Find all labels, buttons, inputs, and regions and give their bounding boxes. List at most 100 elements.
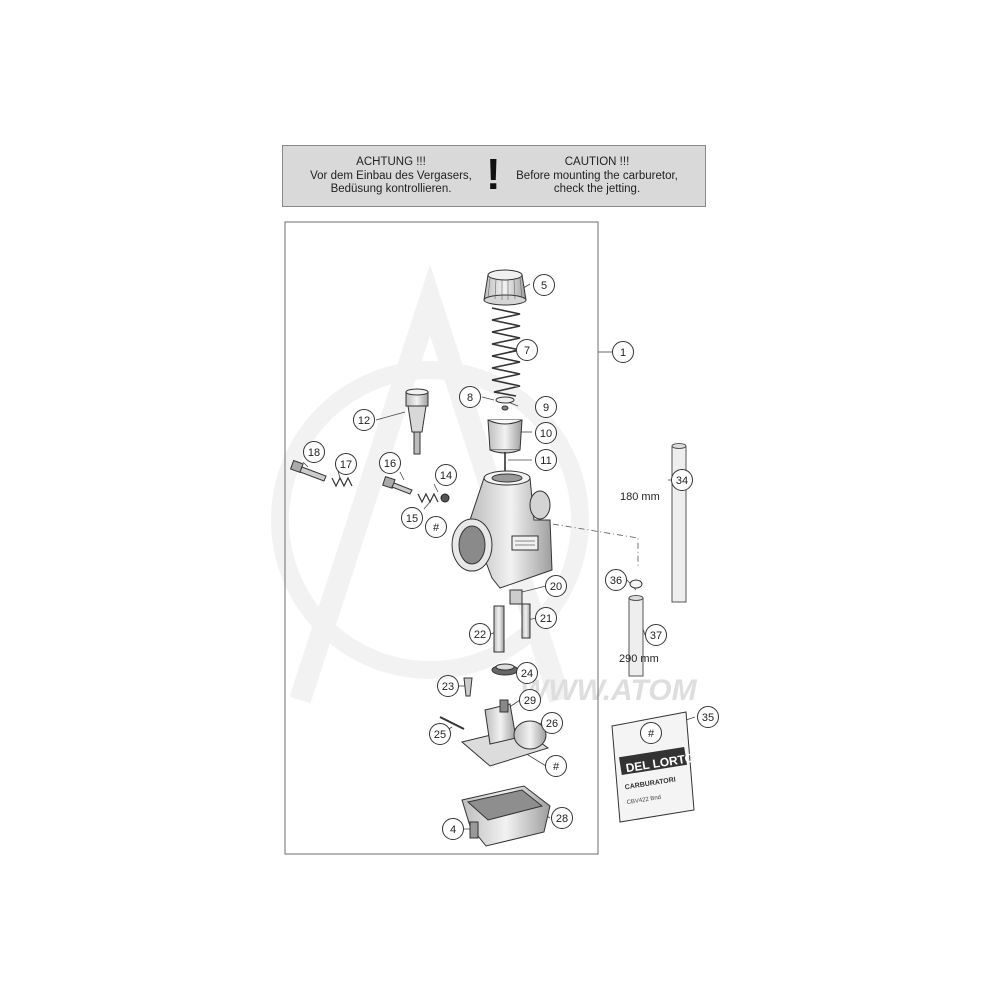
- callout-label: 18: [308, 447, 320, 459]
- float-bowl-screw: [469, 821, 479, 839]
- callout-circle: [442, 818, 464, 840]
- callout-circle: [535, 396, 557, 418]
- callout-hash-ch2: #: [545, 755, 567, 777]
- callout-circle: [533, 274, 555, 296]
- callout-label: 37: [650, 630, 662, 642]
- hose-180mm: [671, 443, 687, 603]
- callout-circle: [545, 575, 567, 597]
- caution-english-line2: check the jetting.: [553, 183, 641, 195]
- slide-spring: [491, 307, 521, 397]
- callout-label: 10: [540, 428, 552, 440]
- callout-circle: [516, 339, 538, 361]
- hose34-length: 180 mm: [620, 491, 660, 503]
- callout-label: 35: [702, 712, 714, 724]
- callout-circle: [605, 569, 627, 591]
- callout-9: 9: [535, 396, 557, 418]
- callout-circle: [335, 453, 357, 475]
- vent-hose-routing-line: [539, 521, 639, 568]
- caution-english: CAUTION !!! Before mounting the carburet…: [497, 156, 697, 197]
- idle-mixture-screw: [382, 476, 413, 495]
- callout-label: 8: [467, 392, 473, 404]
- exclamation-icon: !: [486, 150, 501, 199]
- callout-circle: [535, 449, 557, 471]
- caution-german-title: ACHTUNG !!!: [356, 156, 426, 168]
- callout-15: 15: [401, 507, 423, 529]
- callout-circle: [353, 409, 375, 431]
- caution-english-title: CAUTION !!!: [564, 156, 630, 168]
- callout-label: #: [648, 728, 655, 740]
- callout-label: 25: [434, 729, 446, 741]
- float-assembly: [460, 699, 550, 767]
- callout-circle: [545, 755, 567, 777]
- callout-20: 20: [545, 575, 567, 597]
- callout-circle: [303, 441, 325, 463]
- callout-label: 5: [541, 280, 547, 292]
- callout-28: 28: [551, 807, 573, 829]
- callout-21: 21: [535, 607, 557, 629]
- callout-18: 18: [303, 441, 325, 463]
- callout-label: 4: [450, 824, 456, 836]
- throttle-stop-screw: [289, 459, 327, 482]
- callout-circle: [640, 722, 662, 744]
- callout-12: 12: [353, 409, 375, 431]
- callout-35: 35: [697, 706, 719, 728]
- callout-circle: [429, 723, 451, 745]
- throttle-stop-spring: [331, 476, 353, 488]
- pilot-jet: [509, 589, 523, 605]
- callout-circle: [612, 341, 634, 363]
- callout-29: 29: [519, 689, 541, 711]
- callout-hash-ch1: #: [425, 516, 447, 538]
- caution-german-line2: Bedüsung kontrollieren.: [330, 183, 452, 195]
- callout-circle: [541, 712, 563, 734]
- callout-circle: [551, 807, 573, 829]
- callout-34: 34: [671, 469, 693, 491]
- callout-label: 29: [524, 695, 536, 707]
- callout-circle: [469, 623, 491, 645]
- callout-label: 7: [524, 345, 530, 357]
- callout-5: 5: [533, 274, 555, 296]
- callout-14: 14: [435, 464, 457, 486]
- callout-16: 16: [379, 452, 401, 474]
- needle-jet: [493, 605, 505, 653]
- callout-1: 1: [612, 341, 634, 363]
- callout-circle: [379, 452, 401, 474]
- callout-circle: [516, 662, 538, 684]
- callout-hash-ch3: #: [640, 722, 662, 744]
- callout-label: 9: [543, 402, 549, 414]
- callout-label: 11: [540, 455, 551, 467]
- main-jet: [463, 677, 473, 697]
- caution-german: ACHTUNG !!! Vor dem Einbau des Vergasers…: [291, 156, 491, 197]
- callout-label: 15: [406, 513, 418, 525]
- hose37-length: 290 mm: [619, 653, 659, 665]
- callout-11: 11: [535, 449, 557, 471]
- callout-label: #: [433, 522, 440, 534]
- callout-4: 4: [442, 818, 464, 840]
- callout-10: 10: [535, 422, 557, 444]
- callout-circle: [671, 469, 693, 491]
- callout-26: 26: [541, 712, 563, 734]
- callout-circle: [459, 386, 481, 408]
- callout-circle: [535, 422, 557, 444]
- callout-circle: [437, 675, 459, 697]
- atomizer: [521, 603, 531, 639]
- watermark-text: WWW.ATOM: [520, 674, 698, 707]
- callout-label: 23: [442, 681, 454, 693]
- assembly-frame: [284, 221, 599, 855]
- caution-box: ACHTUNG !!! Vor dem Einbau des Vergasers…: [282, 145, 706, 207]
- carb-top-cap: [483, 269, 527, 306]
- callout-label: 17: [340, 459, 352, 471]
- callout-23: 23: [437, 675, 459, 697]
- callout-label: 26: [546, 718, 558, 730]
- callout-circle: [519, 689, 541, 711]
- callout-circle: [425, 516, 447, 538]
- jet-kit-bag: DEL LORTO CARBURATORI CBV422 Bnd: [611, 711, 695, 823]
- callout-label: 12: [358, 415, 370, 427]
- callout-circle: [697, 706, 719, 728]
- caution-english-line1: Before mounting the carburetor,: [516, 169, 678, 182]
- callout-label: 1: [620, 347, 626, 359]
- main-jet-holder: [491, 663, 519, 676]
- needle-clip: [501, 405, 509, 411]
- callout-label: #: [553, 761, 560, 773]
- callout-circle: [535, 607, 557, 629]
- callout-8: 8: [459, 386, 481, 408]
